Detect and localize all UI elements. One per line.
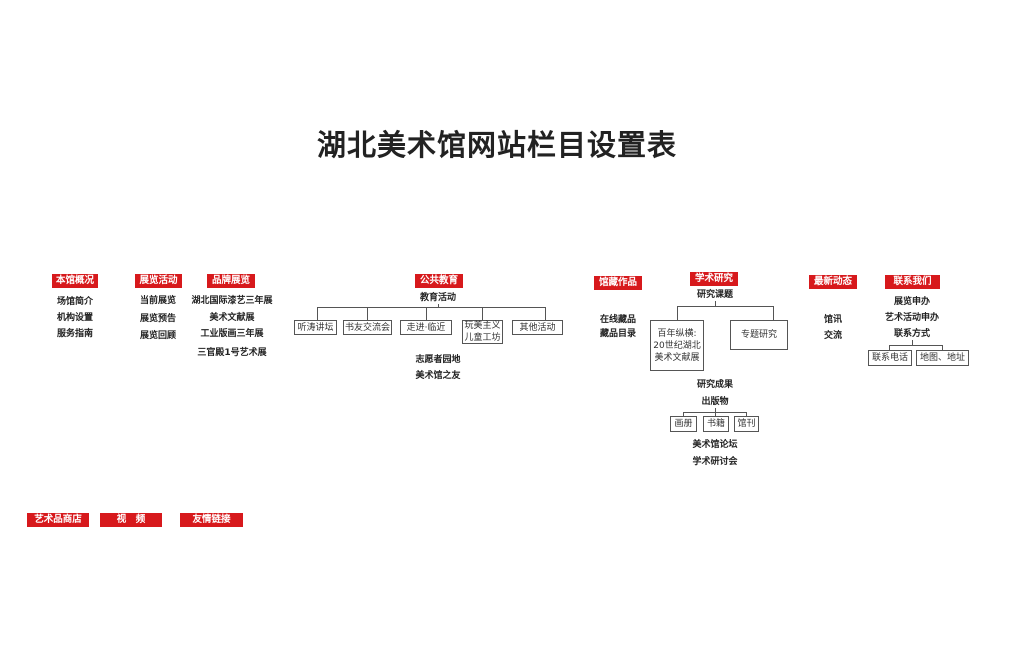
node: 在线藏品 bbox=[599, 315, 637, 325]
connector bbox=[715, 408, 716, 412]
node: 服务指南 bbox=[56, 329, 94, 339]
node: 藏品目录 bbox=[599, 329, 637, 339]
node: 展览回顾 bbox=[139, 331, 177, 341]
connector bbox=[773, 306, 774, 320]
node: 馆讯 bbox=[823, 315, 843, 325]
node: 志愿者园地 bbox=[415, 355, 461, 365]
connector bbox=[912, 340, 913, 345]
connector bbox=[715, 412, 716, 416]
connector bbox=[677, 306, 678, 320]
node: 交流 bbox=[823, 331, 843, 341]
node-box: 其他活动 bbox=[512, 320, 563, 335]
node: 展览申办 bbox=[893, 297, 931, 307]
section-collection: 馆藏作品 bbox=[594, 276, 642, 290]
node-box: 地图、地址 bbox=[916, 350, 969, 366]
node: 三官殿1号艺术展 bbox=[197, 348, 267, 358]
node: 当前展览 bbox=[139, 296, 177, 306]
connector bbox=[683, 412, 684, 416]
node: 学术研讨会 bbox=[692, 457, 738, 467]
connector bbox=[317, 307, 318, 320]
section-exhibitions: 展览活动 bbox=[135, 274, 182, 288]
connector bbox=[746, 412, 747, 416]
node-box: 联系电话 bbox=[868, 350, 912, 366]
node: 工业版画三年展 bbox=[200, 329, 264, 339]
connector bbox=[942, 345, 943, 350]
node: 展览预告 bbox=[139, 314, 177, 324]
node-box: 馆刊 bbox=[734, 416, 759, 432]
section-news: 最新动态 bbox=[809, 275, 857, 289]
node: 机构设置 bbox=[56, 313, 94, 323]
connector bbox=[317, 307, 546, 308]
node: 美术馆论坛 bbox=[692, 440, 738, 450]
node: 湖北国际漆艺三年展 bbox=[191, 296, 273, 306]
section-video: 视 频 bbox=[100, 513, 162, 527]
node-box: 玩美主义 儿童工坊 bbox=[462, 320, 503, 344]
section-about: 本馆概况 bbox=[52, 274, 98, 288]
node-box: 书友交流会 bbox=[343, 320, 392, 335]
node: 艺术活动申办 bbox=[884, 313, 940, 323]
node-box: 书籍 bbox=[703, 416, 729, 432]
section-contact: 联系我们 bbox=[885, 275, 940, 289]
node: 出版物 bbox=[701, 397, 729, 407]
section-art-shop: 艺术品商店 bbox=[27, 513, 89, 527]
section-research: 学术研究 bbox=[690, 272, 738, 286]
connector bbox=[545, 307, 546, 320]
connector bbox=[482, 307, 483, 320]
connector bbox=[426, 307, 427, 320]
connector bbox=[889, 345, 890, 350]
connector bbox=[438, 304, 439, 308]
node: 教育活动 bbox=[419, 293, 457, 303]
section-links: 友情链接 bbox=[180, 513, 243, 527]
connector bbox=[889, 345, 943, 346]
page-title: 湖北美术馆网站栏目设置表 bbox=[316, 128, 677, 162]
node-box: 走进·临近 bbox=[400, 320, 452, 335]
connector bbox=[367, 307, 368, 320]
node: 联系方式 bbox=[893, 329, 931, 339]
connector bbox=[677, 306, 774, 307]
node-box: 百年纵横: 20世纪湖北 美术文献展 bbox=[650, 320, 704, 371]
node: 研究成果 bbox=[696, 380, 734, 390]
node-box: 专题研究 bbox=[730, 320, 788, 350]
node-box: 画册 bbox=[670, 416, 697, 432]
section-education: 公共教育 bbox=[415, 274, 463, 288]
node: 美术馆之友 bbox=[415, 371, 461, 381]
connector bbox=[715, 301, 716, 306]
node: 场馆简介 bbox=[56, 297, 94, 307]
node-box: 听涛讲坛 bbox=[294, 320, 337, 335]
section-brand: 品牌展览 bbox=[207, 274, 255, 288]
node: 研究课题 bbox=[696, 290, 734, 300]
node: 美术文献展 bbox=[209, 313, 255, 323]
